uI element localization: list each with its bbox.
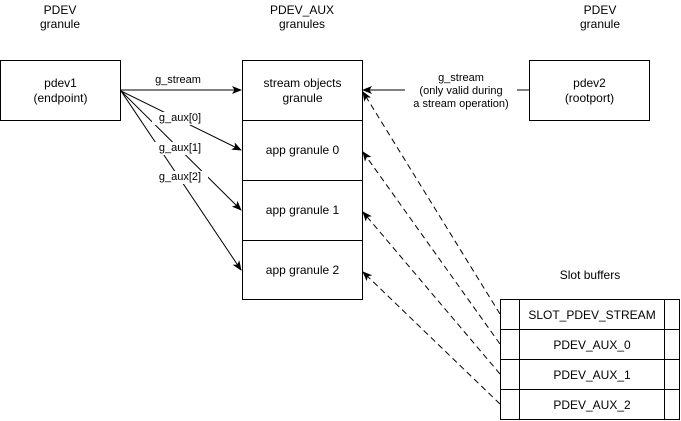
slot-row-2-inner: PDEV_AUX_1 xyxy=(519,359,665,390)
stream-objects-granule: stream objects granule xyxy=(242,60,363,121)
edge-slot-stream xyxy=(362,91,501,315)
stream-granule-line1: stream objects xyxy=(263,75,342,90)
edge-slot-aux2 xyxy=(362,271,501,405)
slot-row-0-label: SLOT_PDEV_STREAM xyxy=(528,307,656,322)
slot-row-0: SLOT_PDEV_STREAM xyxy=(500,299,680,330)
app-granule-1-label: app granule 1 xyxy=(265,203,340,217)
pdev2-role: (rootport) xyxy=(564,90,615,105)
slot-buffers-title: Slot buffers xyxy=(559,268,621,282)
app-granule-2-label: app granule 2 xyxy=(265,262,340,277)
app-granule-0-label: app granule 0 xyxy=(265,143,340,157)
slot-buffers-table: SLOT_PDEV_STREAM PDEV_AUX_0 PDEV_AUX_1 P… xyxy=(500,299,680,420)
app-granule-0: app granule 0 xyxy=(242,120,363,181)
slot-row-3-inner: PDEV_AUX_2 xyxy=(519,389,665,420)
label-g-aux2: g_aux[2] xyxy=(152,171,208,184)
pdev2-name: pdev2 xyxy=(573,75,606,90)
header-pdev-left: PDEV granule xyxy=(20,3,100,31)
pdev1-role: (endpoint) xyxy=(33,90,88,105)
header-pdev-left-line1: PDEV xyxy=(43,3,77,17)
edge-slot-aux1 xyxy=(362,211,501,375)
slot-row-1-label: PDEV_AUX_0 xyxy=(553,337,631,352)
header-pdev-right-line1: PDEV xyxy=(583,3,617,17)
stream-granule-line2: granule xyxy=(282,90,323,105)
header-pdev-aux: PDEV_AUX granules xyxy=(252,3,352,31)
label-g-stream-right-line3: a stream operation) xyxy=(413,98,509,110)
app-granule-1: app granule 1 xyxy=(242,180,363,241)
edge-slot-aux0 xyxy=(362,151,501,345)
label-g-stream-right-line2: (only valid during xyxy=(419,85,503,97)
label-g-stream-left: g_stream xyxy=(155,74,201,86)
pdev2-box: pdev2 (rootport) xyxy=(529,60,650,121)
slot-row-3-label: PDEV_AUX_2 xyxy=(553,397,631,412)
slot-row-3: PDEV_AUX_2 xyxy=(500,389,680,420)
header-pdev-right-line2: granule xyxy=(579,17,621,31)
slot-row-1: PDEV_AUX_0 xyxy=(500,329,680,360)
pdev1-box: pdev1 (endpoint) xyxy=(0,60,121,121)
header-pdev-aux-line1: PDEV_AUX xyxy=(269,3,335,17)
label-g-aux0: g_aux[0] xyxy=(152,112,208,125)
slot-row-2: PDEV_AUX_1 xyxy=(500,359,680,390)
slot-row-0-inner: SLOT_PDEV_STREAM xyxy=(519,299,665,330)
label-g-stream-right: g_stream (only valid during a stream ope… xyxy=(405,72,517,111)
slot-row-2-label: PDEV_AUX_1 xyxy=(553,367,631,382)
header-pdev-left-line2: granule xyxy=(39,17,81,31)
label-g-aux1: g_aux[1] xyxy=(152,142,208,155)
pdev1-name: pdev1 xyxy=(44,75,77,90)
header-pdev-aux-line2: granules xyxy=(278,17,326,31)
app-granule-2: app granule 2 xyxy=(242,240,363,300)
slot-row-1-inner: PDEV_AUX_0 xyxy=(519,329,665,360)
header-pdev-right: PDEV granule xyxy=(560,3,640,31)
label-g-stream-right-line1: g_stream xyxy=(438,72,484,84)
